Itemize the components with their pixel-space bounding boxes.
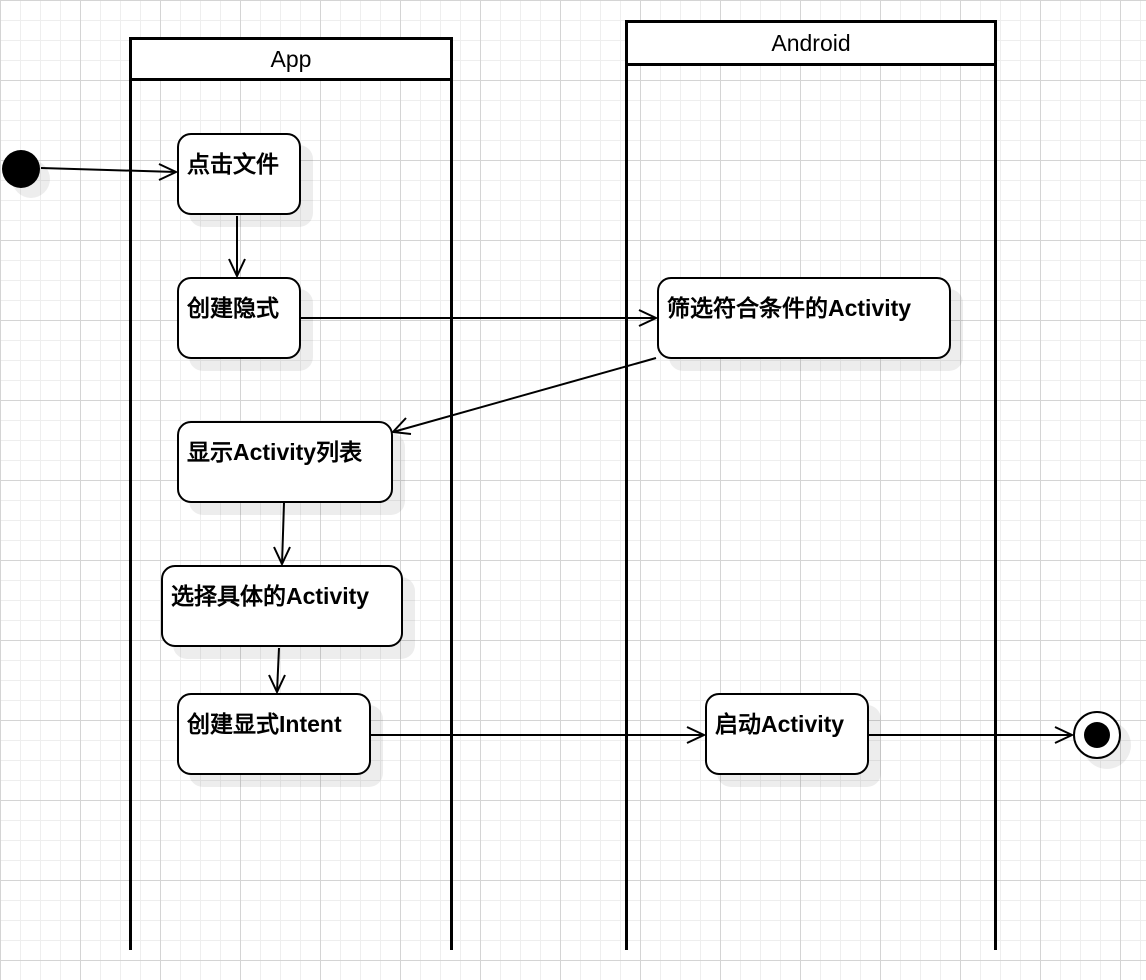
activity-create-implicit: 创建隐式 (177, 277, 301, 359)
edge-start-activity-to-final-arrowhead (1054, 726, 1075, 744)
edge-show-list-to-choose-arrowhead (273, 546, 291, 567)
activity-start-activity: 启动Activity (705, 693, 869, 775)
initial-node (2, 150, 40, 188)
edge-create-explicit-to-start-arrowhead (686, 726, 707, 744)
edge-filter-to-show-list (392, 357, 657, 433)
swimlane-app: App (129, 37, 453, 950)
activity-choose-specific: 选择具体的Activity (161, 565, 403, 647)
final-node-dot (1084, 722, 1110, 748)
swimlane-android: Android (625, 20, 997, 950)
activity-filter-matching: 筛选符合条件的Activity (657, 277, 951, 359)
edge-show-list-to-choose (281, 502, 285, 565)
final-node (1073, 711, 1121, 759)
edge-choose-to-create-explicit (276, 647, 280, 693)
swimlane-app-header: App (129, 37, 453, 81)
activity-click-file: 点击文件 (177, 133, 301, 215)
edge-choose-to-create-explicit-arrowhead (268, 674, 286, 695)
activity-show-list: 显示Activity列表 (177, 421, 393, 503)
swimlane-android-header: Android (625, 20, 997, 66)
edge-create-implicit-to-filter-arrowhead (638, 309, 659, 327)
edge-start-to-click-file-arrowhead (158, 163, 179, 181)
edge-filter-to-show-list-arrowhead (390, 417, 412, 435)
activity-create-explicit-intent: 创建显式Intent (177, 693, 371, 775)
edge-click-file-to-create-implicit-arrowhead (228, 258, 246, 279)
edge-start-to-click-file (40, 167, 177, 173)
